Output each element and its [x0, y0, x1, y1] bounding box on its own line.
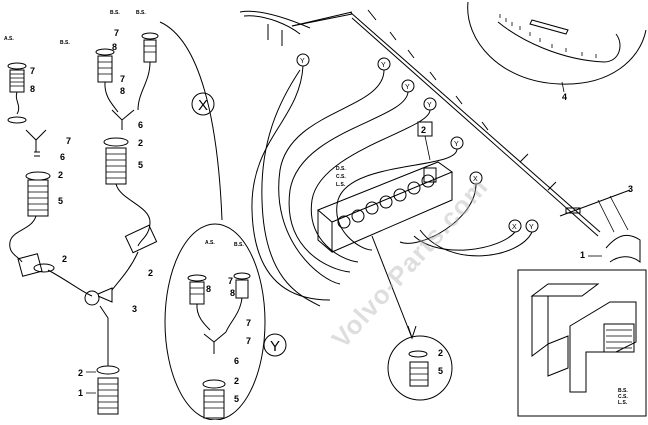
bellows-left-mid — [25, 171, 51, 217]
callout-3-a: 3 — [132, 304, 137, 314]
section-x-label: X — [198, 97, 208, 114]
y-piece-bottom — [84, 287, 113, 342]
callout-2-y: 2 — [234, 376, 239, 386]
bellows-center-right — [141, 32, 159, 63]
callout-1-b: 1 — [580, 250, 585, 260]
callout-4: 4 — [562, 92, 567, 102]
marker-y-5: Y — [450, 136, 464, 150]
callout-5-detail: 5 — [438, 366, 443, 376]
callout-2-e: 2 — [78, 368, 83, 378]
callout-2-boxed: 2 — [421, 125, 426, 135]
y-piece-center — [111, 109, 135, 130]
callout-7-b: 7 — [66, 136, 71, 146]
callout-2-d: 2 — [148, 268, 153, 278]
detail-circle: 2 5 — [371, 235, 453, 401]
y-detail-bellows-a — [187, 274, 207, 305]
spec-label-ls-inset: L.S. — [618, 400, 628, 406]
svg-text:Y: Y — [381, 62, 386, 69]
callout-6-a: 6 — [60, 152, 65, 162]
callout-2-b: 2 — [62, 254, 67, 264]
rail-nozzles — [367, 9, 581, 214]
spec-label-cs: C.S. — [336, 174, 346, 180]
inset-tick-marks — [499, 14, 597, 58]
hose-markers: Y Y Y Y Y X X Y — [296, 53, 539, 233]
callout-8-y2: 8 — [206, 284, 211, 294]
bellows-left-top — [9, 69, 25, 93]
callout-2-detail: 2 — [438, 348, 443, 358]
section-x-marker — [191, 92, 215, 116]
spec-label-cs-inset: C.S. — [618, 394, 628, 400]
callout-7-y2: 7 — [246, 318, 251, 328]
callout-7-y1: 7 — [228, 276, 233, 286]
callout-7-d: 7 — [120, 74, 125, 84]
spec-label-as: A.S. — [4, 36, 14, 42]
marker-y-4: Y — [423, 97, 437, 111]
section-y-marker — [263, 333, 287, 357]
callout-5-b: 5 — [138, 160, 143, 170]
bellows-center-mid — [103, 137, 129, 185]
section-y-detail: Y A.S. B.S. 7 8 8 7 7 6 2 5 — [164, 223, 287, 421]
spec-label-bs-inset: B.S. — [618, 388, 628, 394]
marker-y-1: Y — [296, 53, 310, 67]
callout-5-a: 5 — [58, 196, 63, 206]
section-y-label: Y — [270, 338, 280, 355]
callout-6-y: 6 — [234, 356, 239, 366]
clamp-left-1 — [7, 62, 27, 124]
svg-text:Y: Y — [300, 58, 305, 65]
left-hose-assembly: A.S. B.S. B.S. B.S. 7 8 7 6 2 5 2 8 7 7 … — [4, 10, 159, 415]
bellows-center-low — [124, 224, 158, 254]
manifold-valves — [337, 167, 437, 229]
watermark: Volvo-Parts.com — [326, 171, 494, 353]
callout-8-c: 8 — [120, 86, 125, 96]
svg-text:Y: Y — [454, 141, 459, 148]
bellows-bottom — [96, 365, 120, 415]
svg-text:Y: Y — [427, 102, 432, 109]
bellows-left-low — [17, 253, 55, 277]
y-piece-left-upper — [25, 129, 47, 157]
top-rail — [239, 9, 631, 237]
section-x-connector: X — [159, 21, 223, 221]
manifold-block: D.S. C.S. L.S. 2 — [317, 121, 454, 254]
hose-bundle — [251, 65, 533, 307]
y-detail-bellows-c — [202, 379, 226, 419]
svg-text:Y: Y — [529, 224, 534, 231]
callout-8-b: 8 — [112, 42, 117, 52]
svg-text:X: X — [473, 176, 478, 183]
marker-y-3: Y — [401, 79, 415, 93]
callout-2-a: 2 — [58, 170, 63, 180]
callout-2-c: 2 — [138, 138, 143, 148]
callout-3-b: 3 — [628, 184, 633, 194]
marker-y-6: Y — [525, 219, 539, 233]
callout-8-y1: 8 — [230, 288, 235, 298]
inset-bracket: B.S. C.S. L.S. — [517, 269, 647, 417]
callout-7-c: 7 — [114, 28, 119, 38]
marker-y-2: Y — [377, 57, 391, 71]
spec-label-ds: D.S. — [336, 166, 346, 172]
spec-label-bs: B.S. — [60, 40, 70, 46]
spec-label-bs-y: B.S. — [234, 242, 244, 248]
inset-nozzle-rail: 4 — [467, 1, 647, 102]
callout-1-a: 1 — [78, 388, 83, 398]
callout-7-y3: 7 — [246, 336, 251, 346]
callout-5-y: 5 — [234, 394, 239, 404]
y-detail-bellows-b — [233, 272, 251, 299]
callout-6-b: 6 — [138, 120, 143, 130]
marker-x-2: X — [508, 219, 522, 233]
svg-text:Y: Y — [405, 84, 410, 91]
spec-label-as-y: A.S. — [205, 240, 215, 246]
right-nozzle-assembly: 3 1 — [580, 184, 641, 264]
spec-label-ls: L.S. — [336, 182, 346, 188]
svg-text:X: X — [512, 224, 517, 231]
callout-7-a: 7 — [30, 66, 35, 76]
spec-label-bs-2: B.S. — [110, 10, 120, 16]
callout-8-a: 8 — [30, 84, 35, 94]
spec-label-bs-3: B.S. — [136, 10, 146, 16]
bellows-center-top — [95, 48, 115, 83]
